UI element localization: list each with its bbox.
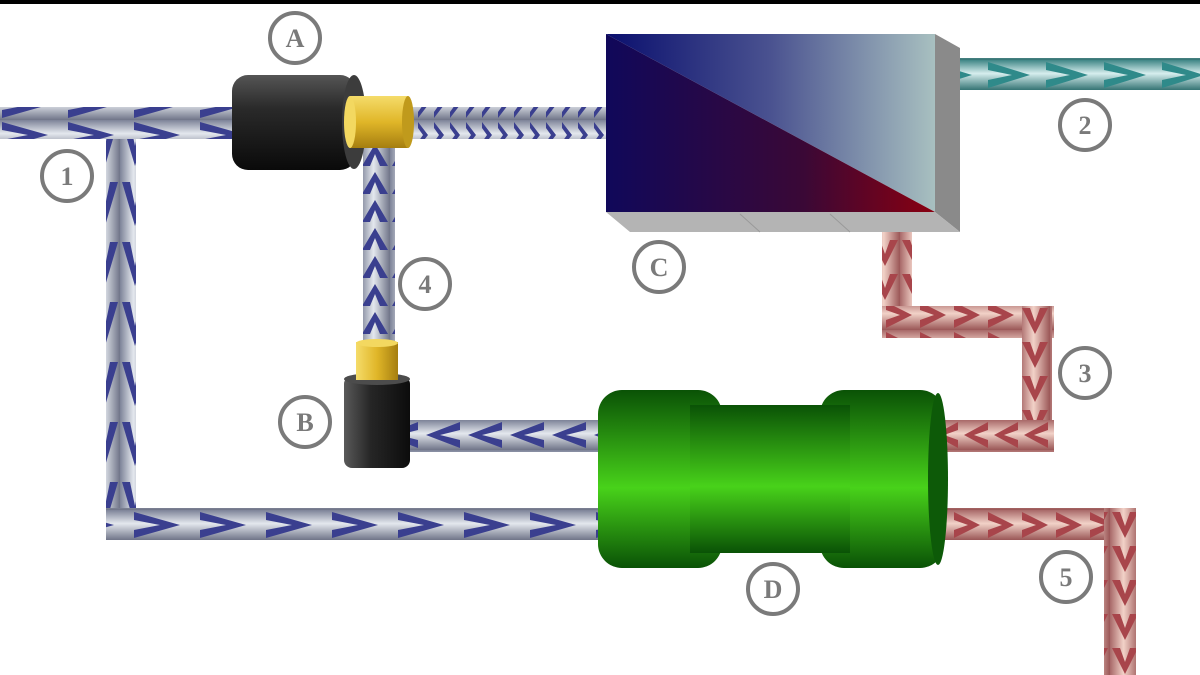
pipe-5-vertical xyxy=(1104,508,1136,675)
pipe-3-into-d xyxy=(936,420,1054,452)
pipe-1-inlet xyxy=(0,107,240,139)
label-component-a: A xyxy=(268,11,322,65)
label-component-b: B xyxy=(278,395,332,449)
svg-text:D: D xyxy=(764,575,783,604)
svg-text:5: 5 xyxy=(1060,563,1073,592)
component-b-unit xyxy=(344,339,410,468)
svg-text:1: 1 xyxy=(61,162,74,191)
pipe-1-bypass-vertical xyxy=(106,139,136,509)
label-pipe-3: 3 xyxy=(1058,346,1112,400)
svg-text:A: A xyxy=(286,24,305,53)
pipe-a-to-c xyxy=(408,107,608,139)
label-pipe-4: 4 xyxy=(398,257,452,311)
pipe-2 xyxy=(946,58,1200,90)
pipe-5-horizontal xyxy=(936,508,1136,540)
label-pipe-5: 5 xyxy=(1039,550,1093,604)
pipe-1-bypass-horizontal xyxy=(106,508,602,540)
svg-text:C: C xyxy=(650,253,669,282)
component-d-unit xyxy=(598,390,948,568)
component-c-unit xyxy=(606,34,960,233)
svg-text:3: 3 xyxy=(1079,359,1092,388)
pipe-d-to-b xyxy=(408,420,600,452)
label-component-c: C xyxy=(632,240,686,294)
top-border xyxy=(0,0,1200,4)
label-pipe-2: 2 xyxy=(1058,98,1112,152)
svg-text:B: B xyxy=(296,408,313,437)
svg-text:4: 4 xyxy=(419,270,432,299)
pipe-4 xyxy=(363,148,395,344)
component-a-unit xyxy=(232,75,414,170)
label-component-d: D xyxy=(746,562,800,616)
label-pipe-1: 1 xyxy=(40,149,94,203)
svg-text:2: 2 xyxy=(1079,111,1092,140)
